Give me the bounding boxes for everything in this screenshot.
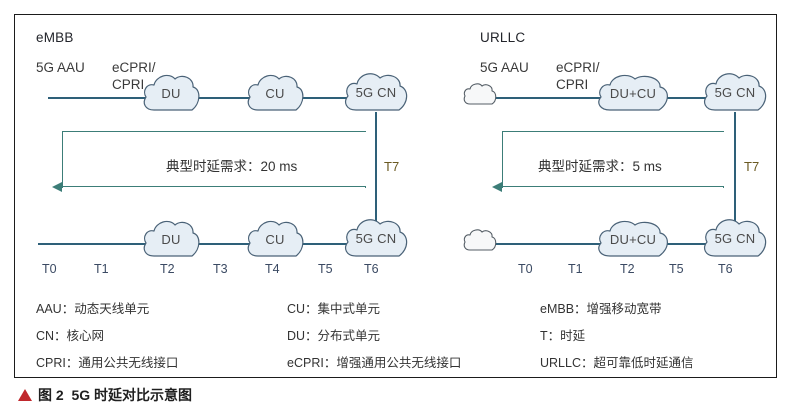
panel-title-embb: eMBB <box>36 30 74 45</box>
embb-top-node-5gcn[interactable]: 5G CN <box>341 68 411 116</box>
embb-tick-t2: T2 <box>160 262 175 276</box>
embb-top-node-du[interactable]: DU <box>140 70 202 116</box>
urllc-latency-bracket <box>502 131 724 188</box>
embb-top-transport-line <box>48 97 388 99</box>
embb-tick-t6: T6 <box>364 262 379 276</box>
embb-cpri-label: CPRI <box>112 77 145 92</box>
embb-t7-label: T7 <box>384 159 400 174</box>
urllc-tick-t5: T5 <box>669 262 684 276</box>
legend-item-urllc: URLLC：超可靠低时延通信 <box>540 356 694 370</box>
urllc-latency-arrowhead <box>492 182 502 192</box>
legend-item-cpri: CPRI：通用公共无线接口 <box>36 356 179 370</box>
urllc-tick-t2: T2 <box>620 262 635 276</box>
embb-top-node-cu[interactable]: CU <box>244 70 306 116</box>
legend-column-2: CU：集中式单元 DU：分布式单元 eCPRI：增强通用公共无线接口 <box>287 298 461 379</box>
embb-latency-bracket <box>62 131 366 188</box>
legend-column-1: AAU：动态天线单元 CN：核心网 CPRI：通用公共无线接口 <box>36 298 178 379</box>
legend-item-du: DU：分布式单元 <box>287 329 381 343</box>
urllc-ecpri-label: eCPRI/ <box>556 60 600 75</box>
embb-bottom-node-cu[interactable]: CU <box>244 216 306 262</box>
urllc-bottom-node-ducu[interactable]: DU+CU <box>594 216 672 262</box>
urllc-tick-t6: T6 <box>718 262 733 276</box>
legend-item-cn: CN：核心网 <box>36 329 105 343</box>
diagram-frame <box>14 14 777 378</box>
embb-bottom-node-du[interactable]: DU <box>140 216 202 262</box>
urllc-latency-text: 典型时延需求：5 ms <box>538 159 662 174</box>
urllc-t7-label: T7 <box>744 159 760 174</box>
urllc-bottom-node-5gcn[interactable]: 5G CN <box>700 214 770 262</box>
legend-item-t: T：时延 <box>540 329 586 343</box>
urllc-t7-line <box>734 112 736 232</box>
urllc-bottom-node-aau[interactable] <box>462 228 498 254</box>
embb-bottom-transport-line <box>38 243 388 245</box>
legend-column-3: eMBB：增强移动宽带 T：时延 URLLC：超可靠低时延通信 <box>540 298 694 379</box>
embb-bottom-node-5gcn[interactable]: 5G CN <box>341 214 411 262</box>
legend-item-ecpri: eCPRI：增强通用公共无线接口 <box>287 356 462 370</box>
legend-item-cu: CU：集中式单元 <box>287 302 381 316</box>
embb-tick-t3: T3 <box>213 262 228 276</box>
caption-triangle-icon <box>18 389 32 401</box>
embb-ecpri-label: eCPRI/ <box>112 60 156 75</box>
legend-item-aau: AAU：动态天线单元 <box>36 302 150 316</box>
figure-caption: 图 2 5G 时延对比示意图 <box>18 385 192 405</box>
embb-latency-text: 典型时延需求：20 ms <box>166 159 298 174</box>
embb-tick-t1: T1 <box>94 262 109 276</box>
panel-title-urllc: URLLC <box>480 30 526 45</box>
embb-tick-t0: T0 <box>42 262 57 276</box>
urllc-cpri-label: CPRI <box>556 77 589 92</box>
urllc-top-node-aau[interactable] <box>462 82 498 108</box>
urllc-top-node-5gcn[interactable]: 5G CN <box>700 68 770 116</box>
urllc-tick-t0: T0 <box>518 262 533 276</box>
embb-tick-t4: T4 <box>265 262 280 276</box>
embb-tick-t5: T5 <box>318 262 333 276</box>
embb-latency-bracket-bottom <box>62 186 366 188</box>
urllc-tick-t1: T1 <box>568 262 583 276</box>
urllc-top-node-ducu[interactable]: DU+CU <box>594 70 672 116</box>
embb-t7-line <box>375 112 377 232</box>
caption-text: 图 2 5G 时延对比示意图 <box>38 387 193 403</box>
embb-latency-arrowhead <box>52 182 62 192</box>
legend-item-embb: eMBB：增强移动宽带 <box>540 302 662 316</box>
urllc-aau-label: 5G AAU <box>480 60 529 75</box>
embb-aau-label: 5G AAU <box>36 60 85 75</box>
urllc-latency-bracket-bottom <box>502 186 724 188</box>
